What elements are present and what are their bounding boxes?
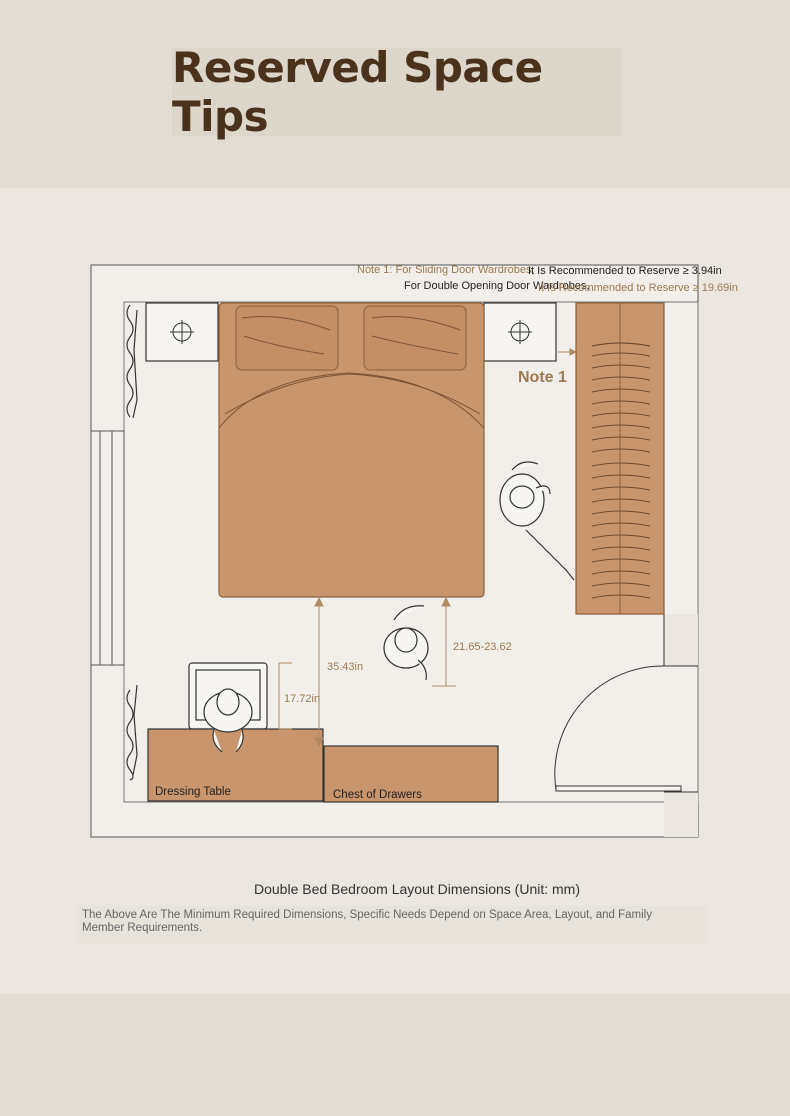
note1-label: Note 1	[518, 369, 567, 386]
dimension-lines	[278, 348, 578, 748]
footer-band	[0, 994, 790, 1116]
note1-sliding-label: Note 1: For Sliding Door Wardrobes,	[357, 264, 535, 276]
note-box	[76, 906, 708, 944]
chest-of-drawers	[323, 745, 499, 803]
title-box: Reserved Space Tips	[172, 43, 622, 141]
nightstand-left	[145, 302, 219, 362]
plan-labels: Note 1: For Sliding Door Wardrobes, For …	[155, 264, 738, 801]
dimension-chair: 17.72in	[284, 693, 320, 705]
person-dresser-icon	[203, 688, 253, 753]
person-walking-icon	[383, 605, 429, 681]
recommended-small-label: It Is Recommended to Reserve ≥ 3.94in	[528, 265, 722, 277]
chest-label: Chest of Drawers	[333, 789, 422, 801]
recommended-large-label: It Is Recommended to Reserve ≥ 19.69in	[538, 282, 738, 294]
wardrobe	[575, 302, 665, 615]
hangers	[591, 342, 651, 599]
page-title: Reserved Space Tips	[172, 43, 543, 141]
double-bed	[218, 302, 485, 598]
dimension-walkway: 21.65-23.62	[453, 641, 512, 653]
curtain-icon	[126, 304, 138, 781]
window	[90, 430, 125, 666]
door	[554, 614, 698, 837]
dressing-table-label: Dressing Table	[155, 786, 231, 798]
dimension-note: The Above Are The Minimum Required Dimen…	[82, 909, 652, 934]
plan-caption: Double Bed Bedroom Layout Dimensions (Un…	[253, 881, 581, 897]
person-wardrobe-icon	[499, 461, 575, 581]
nightstand-right	[483, 302, 557, 362]
double-opening-label: For Double Opening Door Wardrobes,	[404, 280, 589, 292]
dressing-table	[147, 728, 324, 802]
dimension-bed-chest: 35.43in	[327, 661, 363, 673]
